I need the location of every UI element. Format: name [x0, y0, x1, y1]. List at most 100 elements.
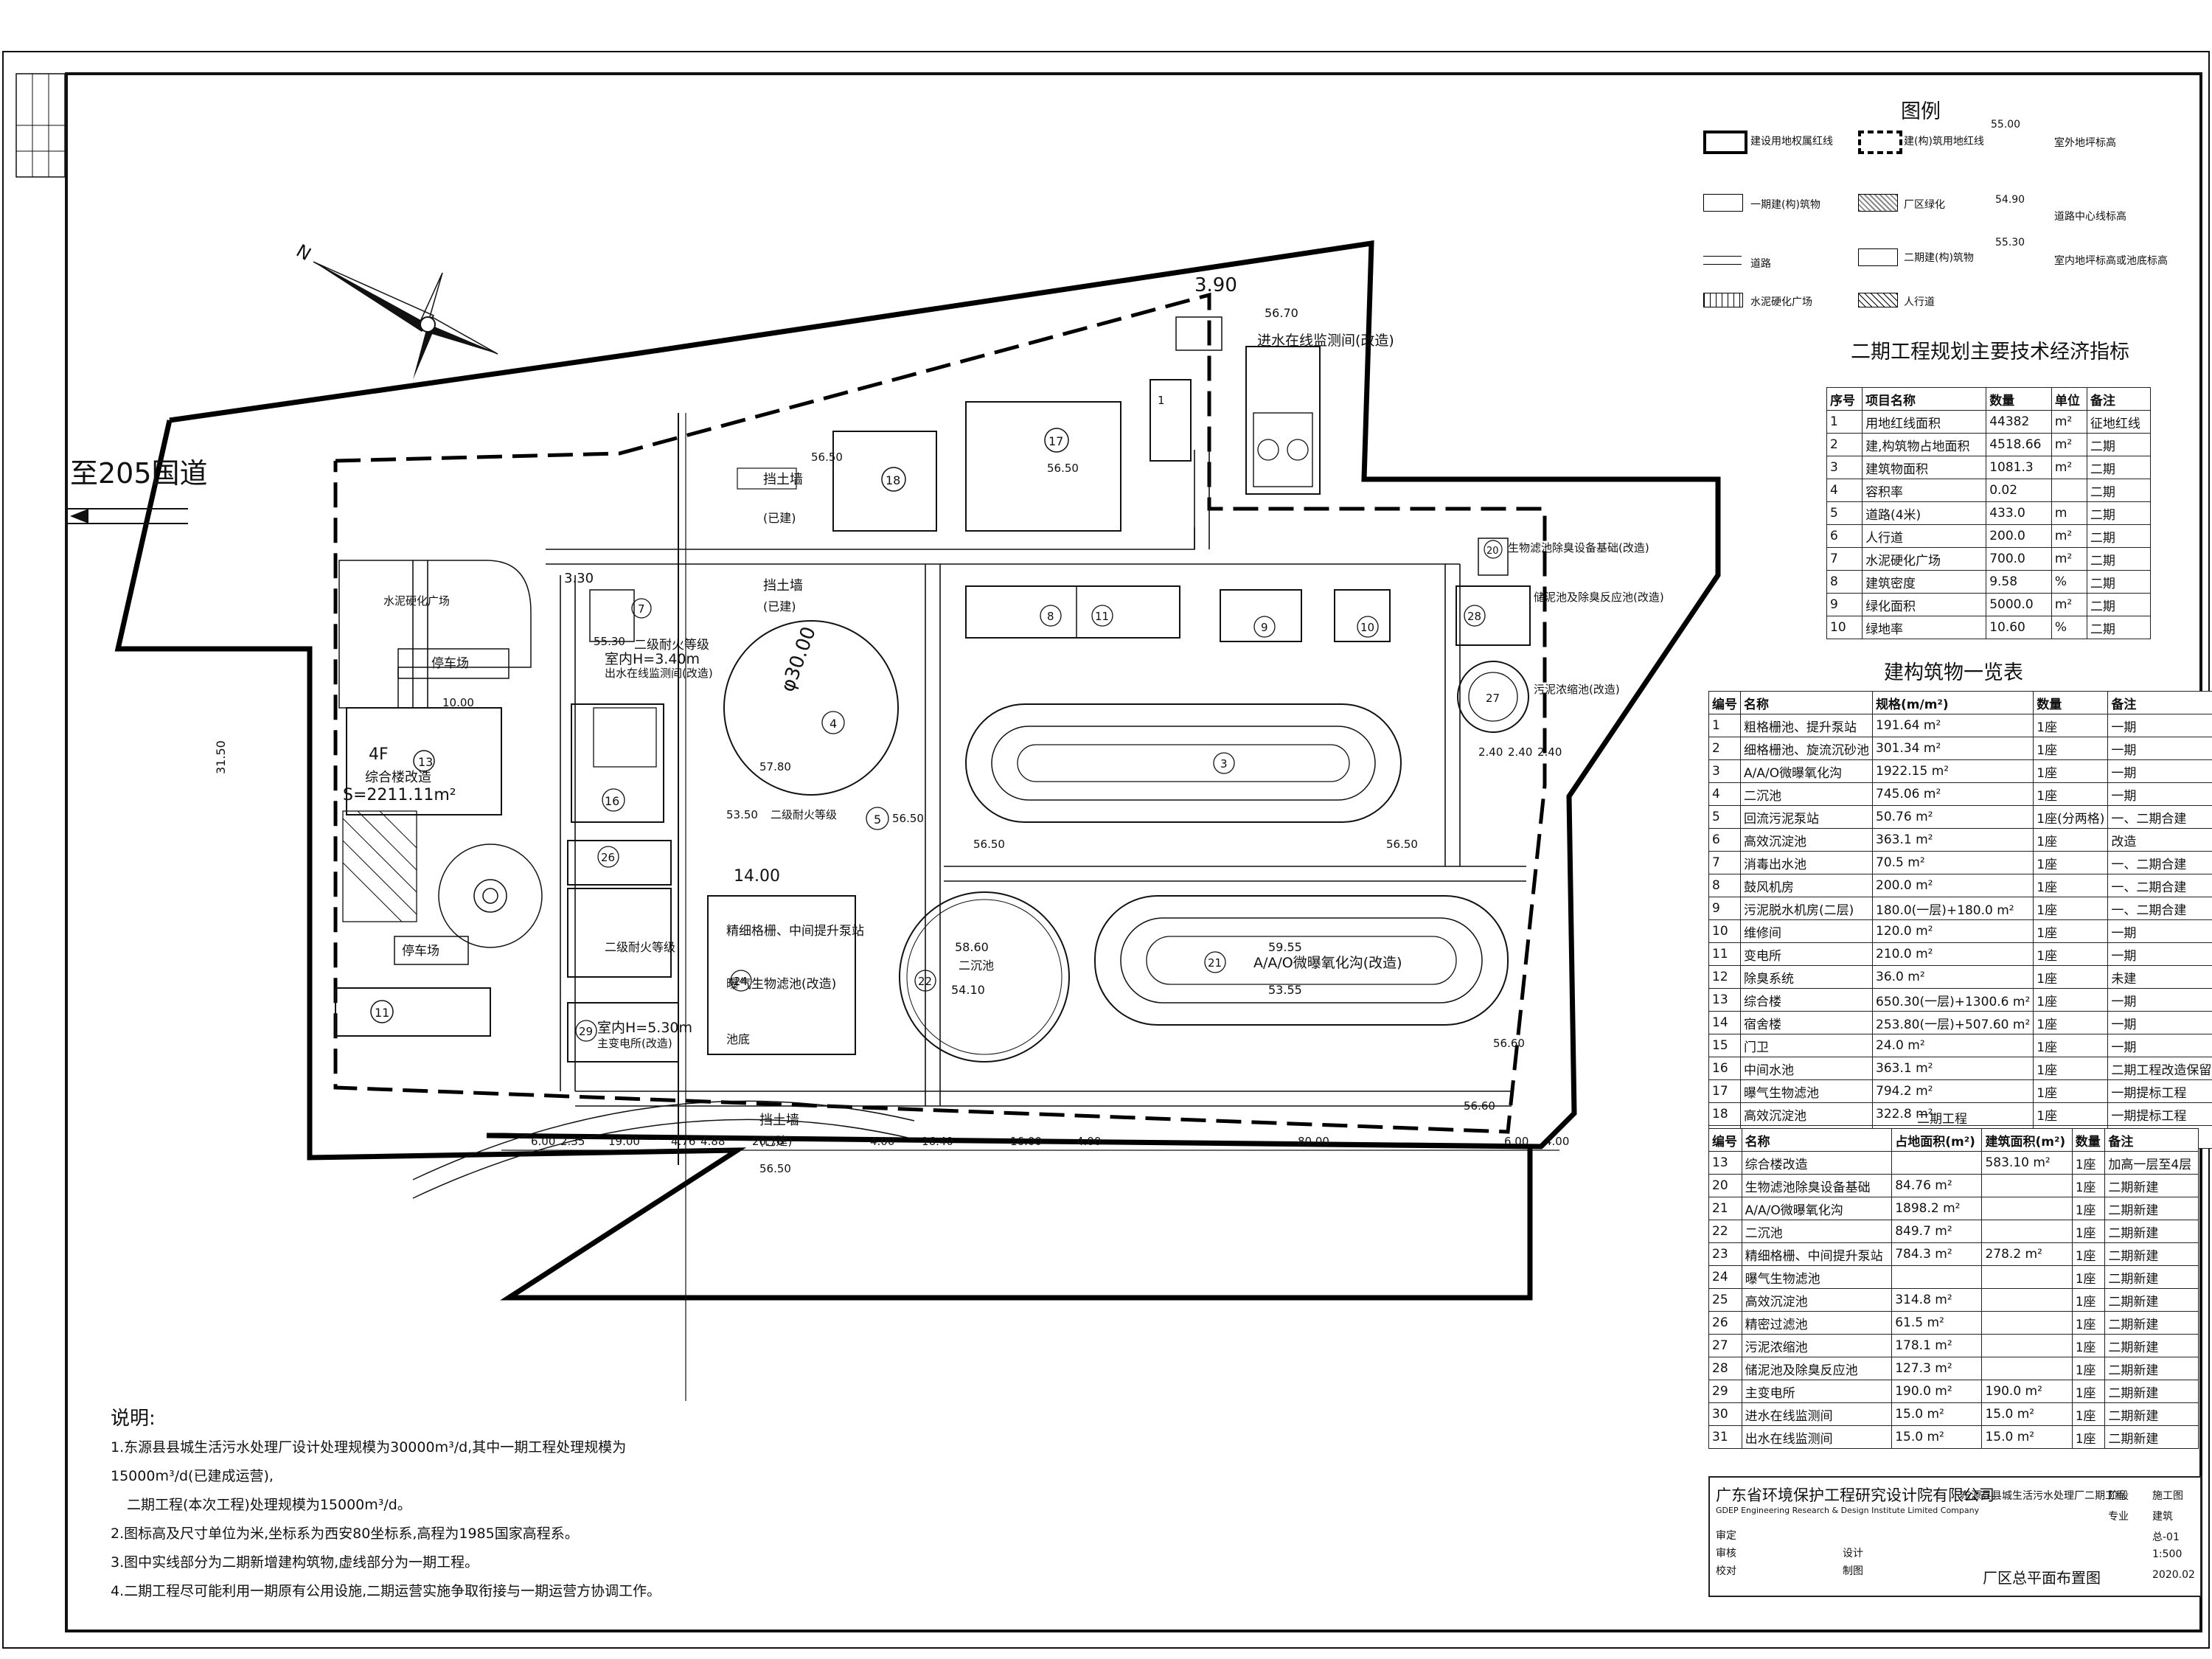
- phase2-row-cell-1: 出水在线监测间: [1741, 1425, 1893, 1449]
- blist-row-cell-3: 1座: [2033, 1034, 2109, 1057]
- phase2-row-cell-5: 二期新建: [2104, 1380, 2199, 1403]
- svg-text:17: 17: [1048, 434, 1063, 448]
- phase2-row-cell-1: 曝气生物滤池: [1741, 1265, 1893, 1289]
- svg-text:19.00: 19.00: [608, 1135, 640, 1148]
- phase2-row-cell-0: 20: [1708, 1174, 1742, 1197]
- svg-text:16: 16: [605, 794, 619, 808]
- phase2-row-cell-2: 178.1 m²: [1891, 1334, 1983, 1357]
- svg-text:4: 4: [830, 717, 837, 731]
- blist-row-cell-1: 宿舍楼: [1740, 1011, 1873, 1034]
- phase2-row-cell-2: 1898.2 m²: [1891, 1197, 1983, 1220]
- blist-row-cell-4: 一、二期合建: [2107, 805, 2212, 829]
- blist-row-cell-0: 15: [1708, 1034, 1741, 1057]
- blist-row-cell-1: 细格栅池、旋流沉砂池: [1740, 737, 1873, 760]
- role-5: 制图: [1843, 1565, 1863, 1577]
- phase2-row-cell-1: 高效沉淀池: [1741, 1288, 1893, 1312]
- sheet-no: 总-01: [2152, 1531, 2180, 1543]
- svg-text:6.00: 6.00: [531, 1135, 555, 1148]
- blist-header-cell-2: 规格(m/m²): [1871, 691, 2034, 714]
- major-value: 建筑: [2152, 1511, 2173, 1523]
- econ-row-cell-0: 8: [1826, 570, 1863, 594]
- phase2-row-cell-0: 23: [1708, 1242, 1742, 1266]
- phase2-row-cell-1: 精细格栅、中间提升泵站: [1741, 1242, 1893, 1266]
- blist-row-cell-2: 210.0 m²: [1871, 942, 2034, 966]
- clarifier-diameter: φ30.00: [776, 624, 821, 695]
- blist-row-cell-2: 191.64 m²: [1871, 714, 2034, 737]
- building-16: 16: [571, 703, 664, 823]
- blist-row-cell-0: 9: [1708, 897, 1741, 920]
- svg-text:20.70: 20.70: [752, 1135, 784, 1148]
- blist-row-cell-4: 一期: [2107, 714, 2212, 737]
- phase2-row-cell-2: [1891, 1151, 1983, 1175]
- blist-row-cell-4: 二期工程改造保留: [2107, 1057, 2212, 1080]
- econ-row-cell-0: 2: [1826, 433, 1863, 456]
- svg-text:26: 26: [601, 851, 615, 864]
- econ-row-cell-0: 4: [1826, 479, 1863, 502]
- blist-row-cell-3: 1座: [2033, 1011, 2109, 1034]
- parking-area-1: 停车场: [397, 648, 509, 679]
- oxidation-ditch-3: 3: [965, 703, 1402, 823]
- elev-58-60: 58.60: [955, 940, 989, 954]
- phase2-row-cell-3: [1981, 1357, 2073, 1380]
- aao-2-label: A/A/O微曝氧化沟(改造): [1253, 955, 1402, 971]
- legend: 图例 建设用地权属红线 建(构)筑用地红线 55.00 室外地坪标高 一期建(构…: [1703, 92, 2175, 313]
- phase2-row-cell-5: 二期新建: [2104, 1357, 2199, 1380]
- blist-row-cell-3: 1座(分两格): [2033, 805, 2109, 829]
- svg-text:24: 24: [734, 975, 748, 988]
- blist-row-cell-0: 1: [1708, 714, 1741, 737]
- biofilter-label: 生物滤池除臭设备基础(改造): [1508, 541, 1649, 554]
- svg-text:6.00: 6.00: [1504, 1135, 1528, 1148]
- role-1: 审定: [1716, 1530, 1736, 1542]
- biofilter-24-label: 曝气生物滤池(改造): [726, 977, 836, 992]
- inlet-monitor-label: 进水在线监测间(改造): [1257, 333, 1394, 349]
- elev-7: 56.60: [1493, 1037, 1525, 1050]
- date: 2020.02: [2152, 1569, 2195, 1581]
- econ-row-cell-1: 道路(4米): [1862, 501, 1987, 525]
- econ-row-cell-0: 5: [1826, 501, 1863, 525]
- phase2-row-cell-1: 储泥池及除臭反应池: [1741, 1357, 1893, 1380]
- phase2-row-cell-4: 1座: [2071, 1357, 2106, 1380]
- svg-text:4.00: 4.00: [1545, 1135, 1569, 1148]
- internal-roads: [412, 450, 1526, 1107]
- note-1: 1.东源县县城生活污水处理厂设计处理规模为30000m³/d,其中一期工程处理规…: [111, 1439, 627, 1484]
- slope-line-1: [412, 1100, 915, 1180]
- svg-text:22: 22: [918, 975, 932, 988]
- blist-row-cell-0: 12: [1708, 965, 1741, 989]
- building-11-substation: 11: [335, 987, 491, 1037]
- econ-row-cell-1: 建筑密度: [1862, 570, 1987, 594]
- svg-text:4.76: 4.76: [671, 1135, 695, 1148]
- svg-text:4.00: 4.00: [870, 1135, 894, 1148]
- blist-row-cell-2: 180.0(一层)+180.0 m²: [1871, 897, 2034, 920]
- legend-item-10: 水泥硬化广场: [1750, 296, 1812, 308]
- elev-59-55: 59.55: [1268, 940, 1302, 954]
- econ-row-cell-3: m²: [2051, 410, 2087, 434]
- econ-row-cell-3: m²: [2051, 547, 2087, 571]
- phase2-row-cell-3: 190.0 m²: [1981, 1380, 2073, 1403]
- dim-2-40b: 2.40: [1508, 745, 1532, 759]
- blist-row-cell-1: 维修间: [1740, 919, 1873, 943]
- phase2-row-cell-5: 二期新建: [2104, 1402, 2199, 1426]
- blist-row-cell-4: 一期: [2107, 737, 2212, 760]
- phase2-row-cell-5: 二期新建: [2104, 1288, 2199, 1312]
- svg-text:5: 5: [874, 813, 881, 827]
- blist-header-cell-1: 名称: [1740, 691, 1873, 714]
- phase2-row-cell-4: 1座: [2071, 1311, 2106, 1335]
- blist-row-cell-1: 回流污泥泵站: [1740, 805, 1873, 829]
- econ-row-cell-1: 人行道: [1862, 524, 1987, 548]
- blist-row-cell-3: 1座: [2033, 1057, 2109, 1080]
- phase2-row-cell-1: 综合楼改造: [1741, 1151, 1893, 1175]
- dim-2-40c: 2.40: [1537, 745, 1562, 759]
- building-25: 二级耐火等级: [567, 888, 675, 978]
